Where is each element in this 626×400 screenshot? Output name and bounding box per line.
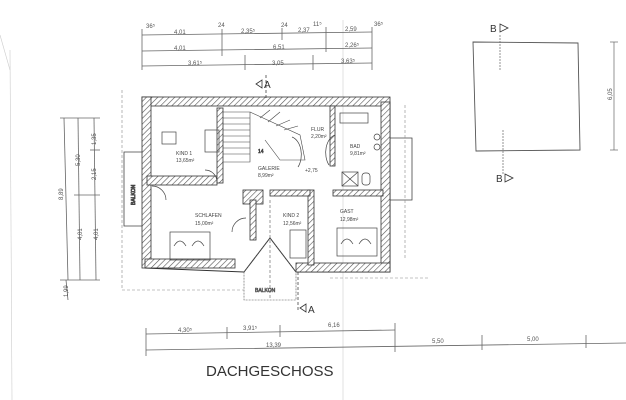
- top-dimension-labels: 36⁵ 4,01 2,35⁵ 2,37 2,59 4,01 6,51 2,26⁵…: [146, 21, 384, 67]
- svg-text:3,05: 3,05: [272, 61, 284, 67]
- background-guides: [0, 20, 344, 400]
- room-labels: KIND 1 13,65m² FLUR 2,20m² BAD 9,81m² GA…: [176, 127, 366, 227]
- svg-text:2,35⁵: 2,35⁵: [241, 28, 256, 35]
- svg-text:A: A: [308, 305, 315, 316]
- svg-text:4,30⁵: 4,30⁵: [178, 327, 193, 334]
- svg-text:4,01: 4,01: [174, 30, 186, 36]
- svg-text:12,56m²: 12,56m²: [283, 221, 302, 227]
- svg-text:A: A: [264, 80, 271, 91]
- svg-text:BAD: BAD: [350, 144, 361, 150]
- svg-text:11⁵: 11⁵: [313, 21, 322, 28]
- svg-text:6,16: 6,16: [328, 323, 340, 329]
- svg-text:5,30: 5,30: [76, 154, 82, 166]
- svg-text:15,00m²: 15,00m²: [195, 221, 214, 227]
- svg-text:4,01: 4,01: [174, 46, 186, 52]
- svg-text:8,99m²: 8,99m²: [258, 173, 274, 179]
- svg-text:FLUR: FLUR: [311, 127, 324, 133]
- left-dimension-lines: [60, 117, 100, 301]
- svg-text:1,99: 1,99: [64, 285, 70, 297]
- svg-text:3,91⁵: 3,91⁵: [243, 325, 258, 332]
- section-marker-b-top: B: [490, 23, 509, 35]
- bottom-dimension-lines: [145, 323, 626, 356]
- svg-text:B: B: [496, 174, 503, 185]
- svg-text:5,00: 5,00: [527, 337, 539, 343]
- balcony-south: BALKON: [243, 200, 297, 301]
- svg-text:4,01: 4,01: [78, 228, 84, 240]
- svg-text:SCHLAFEN: SCHLAFEN: [195, 213, 222, 219]
- roof-outline: [121, 90, 430, 291]
- svg-text:2,26⁵: 2,26⁵: [345, 42, 360, 49]
- svg-text:24: 24: [281, 23, 288, 29]
- svg-text:14: 14: [258, 149, 264, 155]
- svg-text:8,89: 8,89: [59, 188, 65, 200]
- svg-text:3,61⁵: 3,61⁵: [188, 60, 203, 67]
- svg-text:24: 24: [218, 23, 225, 29]
- svg-text:36⁵: 36⁵: [374, 21, 384, 28]
- svg-text:6,05: 6,05: [608, 88, 614, 100]
- svg-text:36⁵: 36⁵: [146, 23, 156, 30]
- svg-text:+2,75: +2,75: [305, 168, 318, 174]
- svg-text:3,63⁵: 3,63⁵: [341, 58, 356, 65]
- balcony-east: [390, 137, 413, 201]
- top-dimension-lines: [141, 27, 373, 70]
- svg-text:B: B: [490, 24, 497, 35]
- svg-text:12,98m²: 12,98m²: [340, 217, 359, 223]
- svg-text:BALKON: BALKON: [131, 184, 137, 205]
- left-dimension-labels: 8,89 5,30 4,01 1,35 2,15 4,01 1,99: [59, 133, 100, 297]
- svg-text:2,37: 2,37: [298, 28, 310, 34]
- svg-text:9,81m²: 9,81m²: [350, 151, 366, 157]
- furniture: [151, 112, 381, 261]
- svg-text:GAST: GAST: [340, 209, 354, 215]
- svg-text:13,65m²: 13,65m²: [176, 158, 195, 164]
- svg-text:BALKON: BALKON: [255, 288, 276, 294]
- svg-text:KIND 2: KIND 2: [283, 213, 299, 219]
- svg-text:4,01: 4,01: [94, 228, 100, 240]
- svg-text:1,35: 1,35: [92, 133, 98, 145]
- svg-text:GALERIE: GALERIE: [258, 166, 280, 172]
- svg-text:2,59: 2,59: [345, 27, 357, 33]
- svg-text:2,20m²: 2,20m²: [311, 134, 327, 140]
- balcony-west: BALKON: [123, 151, 142, 227]
- svg-text:2,15: 2,15: [92, 168, 98, 180]
- bottom-dimension-labels: 4,30⁵ 3,91⁵ 6,16 13,39 5,50 5,00: [178, 323, 539, 349]
- svg-text:13,39: 13,39: [266, 343, 282, 349]
- staircase: 14: [223, 109, 306, 163]
- section-marker-b-bottom: B: [496, 173, 514, 185]
- svg-text:6,51: 6,51: [273, 45, 285, 51]
- side-block: 6,05: [472, 35, 618, 175]
- drawing-title: DACHGESCHOSS: [206, 363, 334, 380]
- svg-text:5,50: 5,50: [432, 339, 444, 345]
- svg-text:KIND 1: KIND 1: [176, 151, 192, 157]
- section-marker-a-bottom: A: [297, 272, 315, 316]
- section-marker-a-top: A: [255, 75, 271, 100]
